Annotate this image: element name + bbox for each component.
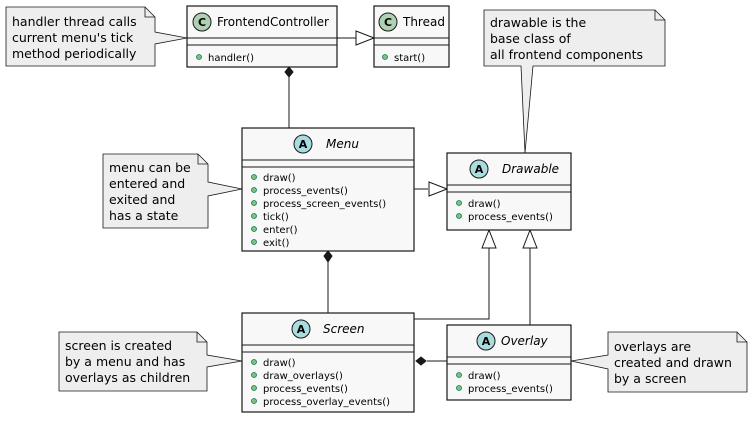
class-stereotype-letter: C bbox=[198, 16, 206, 29]
class-drawable: A Drawable draw() process_events() bbox=[446, 152, 572, 231]
note-line: by a screen bbox=[614, 371, 687, 386]
method-dot-icon bbox=[456, 372, 462, 378]
method-start: start() bbox=[394, 53, 425, 64]
class-frontend-controller: C FrontendController handler() bbox=[186, 5, 338, 68]
note-line: overlays as children bbox=[65, 370, 190, 385]
method-dot-icon bbox=[251, 239, 257, 245]
method-dot-icon bbox=[382, 54, 388, 60]
note-line: all frontend components bbox=[490, 47, 643, 62]
class-screen: A Screen draw() draw_overlays() process_… bbox=[241, 312, 415, 413]
note-line: overlays are bbox=[614, 339, 691, 354]
composition-diamond-overlay-screen bbox=[415, 356, 427, 366]
inheritance-line-screen-drawable bbox=[414, 248, 490, 320]
method-draw: draw() bbox=[263, 173, 296, 184]
note-line: created and drawn bbox=[614, 355, 732, 370]
class-menu: A Menu draw() process_events() process_s… bbox=[241, 127, 415, 252]
method-process-events: process_events() bbox=[468, 384, 553, 395]
class-name: Screen bbox=[323, 322, 365, 336]
note-screen: screen is created by a menu and has over… bbox=[58, 331, 243, 392]
note-line: base class of bbox=[490, 31, 571, 46]
note-drawable: drawable is the base class of all fronte… bbox=[483, 9, 666, 154]
method-dot-icon bbox=[251, 174, 257, 180]
method-process-overlay-events: process_overlay_events() bbox=[263, 397, 390, 408]
method-dot-icon bbox=[251, 385, 257, 391]
composition-diamond-menu-controller bbox=[284, 66, 294, 78]
class-stereotype-letter: A bbox=[482, 335, 491, 348]
note-overlay: overlays are created and drawn by a scre… bbox=[570, 331, 748, 393]
note-line: exited and bbox=[109, 192, 175, 207]
method-dot-icon bbox=[251, 226, 257, 232]
note-handler: handler thread calls current menu's tick… bbox=[5, 6, 188, 67]
class-name: Overlay bbox=[501, 334, 549, 348]
method-process-screen-events: process_screen_events() bbox=[263, 199, 386, 210]
class-stereotype-letter: A bbox=[299, 138, 308, 151]
inheritance-arrow-overlay-drawable bbox=[522, 228, 538, 249]
class-stereotype-icon bbox=[192, 12, 212, 32]
method-draw: draw() bbox=[263, 358, 296, 369]
method-exit: exit() bbox=[263, 238, 289, 249]
note-line: current menu's tick bbox=[12, 30, 134, 45]
method-process-events: process_events() bbox=[263, 186, 348, 197]
composition-diamond-screen-menu bbox=[323, 250, 333, 263]
class-name: Menu bbox=[326, 137, 359, 151]
inheritance-arrow-screen-drawable bbox=[481, 228, 497, 249]
method-tick: tick() bbox=[263, 212, 289, 223]
class-stereotype-letter: A bbox=[297, 323, 306, 336]
method-dot-icon bbox=[251, 200, 257, 206]
class-stereotype-icon bbox=[291, 319, 311, 339]
note-line: by a menu and has bbox=[65, 354, 185, 369]
class-name: Thread bbox=[402, 15, 445, 29]
method-dot-icon bbox=[251, 213, 257, 219]
method-process-events: process_events() bbox=[263, 384, 348, 395]
method-draw: draw() bbox=[468, 371, 501, 382]
class-stereotype-letter: C bbox=[384, 16, 392, 29]
note-line: method periodically bbox=[12, 46, 137, 61]
note-line: drawable is the bbox=[490, 15, 586, 30]
method-handler: handler() bbox=[208, 53, 254, 64]
inheritance-arrow-menu-drawable bbox=[428, 181, 449, 197]
method-dot-icon bbox=[456, 385, 462, 391]
method-process-events: process_events() bbox=[468, 212, 553, 223]
method-dot-icon bbox=[456, 213, 462, 219]
method-dot-icon bbox=[456, 200, 462, 206]
method-dot-icon bbox=[251, 187, 257, 193]
class-name: Drawable bbox=[502, 162, 559, 176]
method-enter: enter() bbox=[263, 225, 298, 236]
note-line: menu can be bbox=[109, 160, 191, 175]
class-overlay: A Overlay draw() process_events() bbox=[446, 324, 572, 401]
inheritance-arrow-controller-thread bbox=[355, 30, 376, 46]
note-line: entered and bbox=[109, 176, 185, 191]
method-draw: draw() bbox=[468, 199, 501, 210]
note-menu: menu can be entered and exited and has a… bbox=[102, 153, 243, 229]
note-line: handler thread calls bbox=[12, 14, 137, 29]
class-stereotype-icon bbox=[378, 12, 398, 32]
class-name: FrontendController bbox=[217, 15, 329, 29]
method-dot-icon bbox=[196, 54, 202, 60]
class-stereotype-icon bbox=[293, 134, 313, 154]
class-stereotype-icon bbox=[469, 159, 489, 179]
method-dot-icon bbox=[251, 372, 257, 378]
note-line: screen is created bbox=[65, 338, 172, 353]
class-stereotype-letter: A bbox=[475, 163, 484, 176]
class-stereotype-icon bbox=[476, 331, 496, 351]
note-line: has a state bbox=[109, 208, 179, 223]
method-dot-icon bbox=[251, 398, 257, 404]
method-dot-icon bbox=[251, 359, 257, 365]
class-thread: C Thread start() bbox=[373, 5, 450, 68]
method-draw-overlays: draw_overlays() bbox=[263, 371, 343, 382]
